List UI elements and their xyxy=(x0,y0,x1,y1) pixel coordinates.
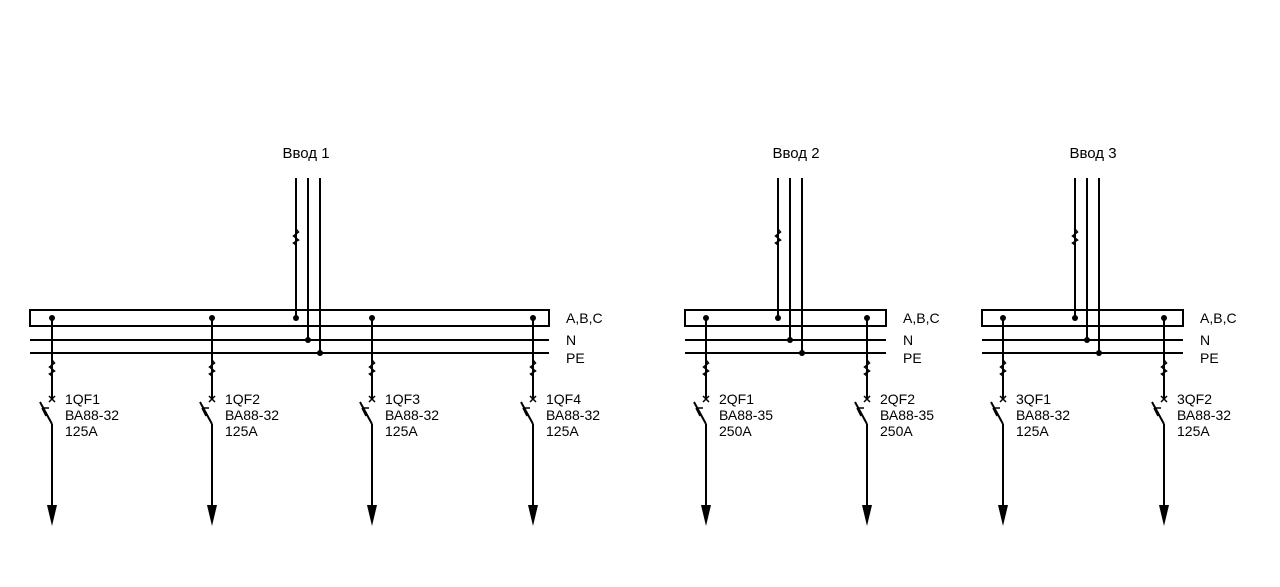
feeder-fuse-mark xyxy=(1160,359,1168,377)
breaker-id: 1QF1 xyxy=(65,391,100,407)
contact-cross xyxy=(208,395,216,403)
panel-title: Ввод 2 xyxy=(772,145,819,162)
feeder-fuse-mark xyxy=(863,359,871,377)
contact-cross xyxy=(48,395,56,403)
panel-2: Ввод 2A,B,CNPE2QF1ВА88-35250A2QF2ВА88-35… xyxy=(684,145,940,526)
contact-cross xyxy=(368,395,376,403)
phase-connection-dot xyxy=(1072,315,1078,321)
bus-label-phases: A,B,C xyxy=(566,310,603,326)
breaker-release-mark xyxy=(695,407,701,417)
breaker-type: ВА88-32 xyxy=(385,407,439,423)
breaker-release-mark xyxy=(1153,407,1159,417)
breaker-release-mark xyxy=(41,407,47,417)
breaker-release-mark xyxy=(992,407,998,417)
feeder-fuse-mark xyxy=(48,359,56,377)
feeder-arrow xyxy=(862,505,872,526)
contact-cross xyxy=(529,395,537,403)
feeder-arrow xyxy=(207,505,217,526)
phase-busbar xyxy=(684,309,887,327)
breaker-release-mark xyxy=(361,407,367,417)
bus-label-pe: PE xyxy=(903,350,922,366)
breaker-blade xyxy=(199,401,213,425)
feeder-arrow xyxy=(998,505,1008,526)
bus-label-phases: A,B,C xyxy=(903,310,940,326)
breaker-blade xyxy=(1151,401,1165,425)
breaker-type: ВА88-32 xyxy=(1177,407,1231,423)
contact-cross xyxy=(1160,395,1168,403)
breaker-id: 3QF1 xyxy=(1016,391,1051,407)
breaker-blade xyxy=(520,401,534,425)
phase-busbar xyxy=(981,309,1184,327)
feeder-arrow xyxy=(528,505,538,526)
incoming-fuse-mark xyxy=(774,228,782,246)
breaker-id: 2QF2 xyxy=(880,391,915,407)
bus-label-phases: A,B,C xyxy=(1200,310,1237,326)
panel-title: Ввод 3 xyxy=(1069,145,1116,162)
feeder-arrow xyxy=(367,505,377,526)
bus-label-pe: PE xyxy=(566,350,585,366)
contact-cross xyxy=(702,395,710,403)
panel-3: Ввод 3A,B,CNPE3QF1ВА88-32125A3QF2ВА88-32… xyxy=(981,145,1237,526)
feeder-fuse-mark xyxy=(702,359,710,377)
breaker-release-mark xyxy=(201,407,207,417)
breaker-type: ВА88-32 xyxy=(1016,407,1070,423)
breaker-rating: 250A xyxy=(880,423,913,439)
panel-title: Ввод 1 xyxy=(282,145,329,162)
feeder-arrow xyxy=(47,505,57,526)
feeder-fuse-mark xyxy=(208,359,216,377)
bus-label-neutral: N xyxy=(1200,332,1210,348)
bus-label-neutral: N xyxy=(903,332,913,348)
incoming-fuse-mark xyxy=(1071,228,1079,246)
breaker-rating: 250A xyxy=(719,423,752,439)
incoming-fuse-mark xyxy=(292,228,300,246)
breaker-id: 1QF3 xyxy=(385,391,420,407)
breaker-rating: 125A xyxy=(546,423,579,439)
breaker-blade xyxy=(854,401,868,425)
breaker-blade xyxy=(693,401,707,425)
breaker-blade xyxy=(359,401,373,425)
contact-cross xyxy=(999,395,1007,403)
breaker-release-mark xyxy=(856,407,862,417)
breaker-id: 1QF4 xyxy=(546,391,581,407)
breaker-rating: 125A xyxy=(385,423,418,439)
breaker-rating: 125A xyxy=(65,423,98,439)
breaker-type: ВА88-32 xyxy=(225,407,279,423)
phase-connection-dot xyxy=(293,315,299,321)
breaker-blade xyxy=(39,401,53,425)
breaker-blade xyxy=(990,401,1004,425)
phase-connection-dot xyxy=(775,315,781,321)
breaker-type: ВА88-32 xyxy=(546,407,600,423)
feeder-fuse-mark xyxy=(999,359,1007,377)
feeder-arrow xyxy=(701,505,711,526)
breaker-type: ВА88-35 xyxy=(719,407,773,423)
phase-busbar xyxy=(29,309,550,327)
breaker-id: 2QF1 xyxy=(719,391,754,407)
breaker-rating: 125A xyxy=(1016,423,1049,439)
bus-label-neutral: N xyxy=(566,332,576,348)
breaker-type: ВА88-35 xyxy=(880,407,934,423)
breaker-rating: 125A xyxy=(1177,423,1210,439)
bus-label-pe: PE xyxy=(1200,350,1219,366)
feeder-fuse-mark xyxy=(368,359,376,377)
breaker-release-mark xyxy=(522,407,528,417)
feeder-fuse-mark xyxy=(529,359,537,377)
breaker-rating: 125A xyxy=(225,423,258,439)
feeder-arrow xyxy=(1159,505,1169,526)
breaker-id: 3QF2 xyxy=(1177,391,1212,407)
breaker-type: ВА88-32 xyxy=(65,407,119,423)
contact-cross xyxy=(863,395,871,403)
panel-1: Ввод 1A,B,CNPE1QF1ВА88-32125A1QF2ВА88-32… xyxy=(29,145,603,526)
breaker-id: 1QF2 xyxy=(225,391,260,407)
